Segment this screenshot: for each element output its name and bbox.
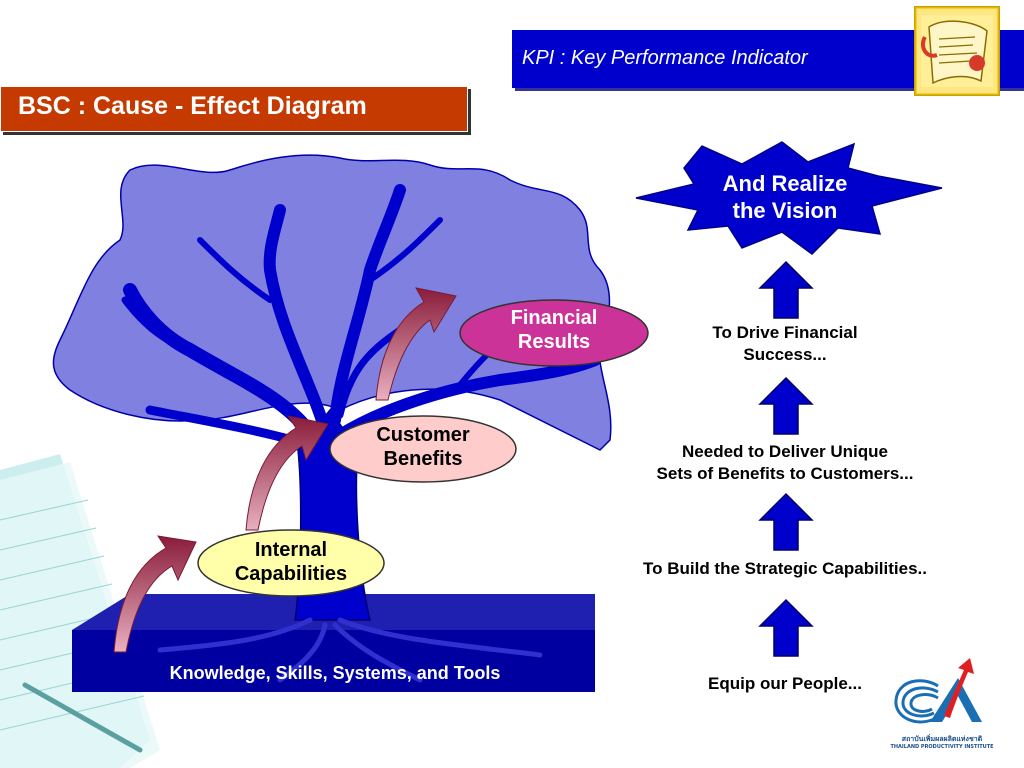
step-3-line1: To Build the Strategic Capabilities.. xyxy=(642,559,927,578)
header-title: KPI : Key Performance Indicator xyxy=(522,47,808,69)
up-arrow-1 xyxy=(758,260,814,319)
oval-customer-benefits: Customer Benefits xyxy=(328,414,518,484)
step-2-line2: Sets of Benefits to Customers... xyxy=(656,464,914,483)
curved-arrow-1 xyxy=(113,535,197,653)
curved-arrow-2 xyxy=(245,415,329,531)
step-drive-financial: To Drive Financial Success... xyxy=(640,322,930,366)
diagram-title: BSC : Cause - Effect Diagram xyxy=(18,92,367,120)
document-clipart-icon xyxy=(913,5,1001,97)
vision-text: And Realize the Vision xyxy=(690,170,880,224)
up-arrow-2 xyxy=(758,376,814,435)
curved-arrows xyxy=(113,287,457,653)
diagram-title-box xyxy=(0,86,468,132)
step-1-line1: To Drive Financial xyxy=(712,323,858,342)
tree-illustration xyxy=(52,154,612,692)
oval-financial-line1: Financial xyxy=(510,307,598,329)
step-1-line2: Success... xyxy=(743,345,827,364)
ground-label: Knowledge, Skills, Systems, and Tools xyxy=(169,663,501,683)
oval-customer-line1: Customer xyxy=(376,424,470,446)
ground-front xyxy=(72,630,595,692)
tpi-logo-caption-en: THAILAND PRODUCTIVITY INSTITUTE xyxy=(890,744,994,750)
tpi-logo: สถาบันเพิ่มผลผลิตแห่งชาติ THAILAND PRODU… xyxy=(886,656,996,756)
curved-arrow-3 xyxy=(375,287,457,401)
step-4-line1: Equip our People... xyxy=(708,674,862,693)
vision-line2: the Vision xyxy=(732,198,838,223)
up-arrow-3 xyxy=(758,492,814,551)
vision-line1: And Realize xyxy=(722,171,848,196)
step-equip-people: Equip our People... xyxy=(640,673,930,695)
step-2-line1: Needed to Deliver Unique xyxy=(682,442,888,461)
tpi-logo-caption-thai: สถาบันเพิ่มผลผลิตแห่งชาติ xyxy=(901,735,983,743)
step-deliver-benefits: Needed to Deliver Unique Sets of Benefit… xyxy=(600,441,970,485)
oval-financial-results: Financial Results xyxy=(458,298,650,368)
oval-internal-capabilities: Internal Capabilities xyxy=(196,528,386,598)
oval-customer-line2: Benefits xyxy=(383,448,463,470)
step-build-capabilities: To Build the Strategic Capabilities.. xyxy=(592,558,978,580)
oval-internal-line1: Internal xyxy=(254,539,328,561)
vision-starburst xyxy=(635,141,943,255)
tpi-logo-icon xyxy=(894,658,982,724)
oval-financial-line2: Results xyxy=(517,331,591,353)
up-arrow-4 xyxy=(758,598,814,657)
oval-internal-line2: Capabilities xyxy=(234,563,348,585)
